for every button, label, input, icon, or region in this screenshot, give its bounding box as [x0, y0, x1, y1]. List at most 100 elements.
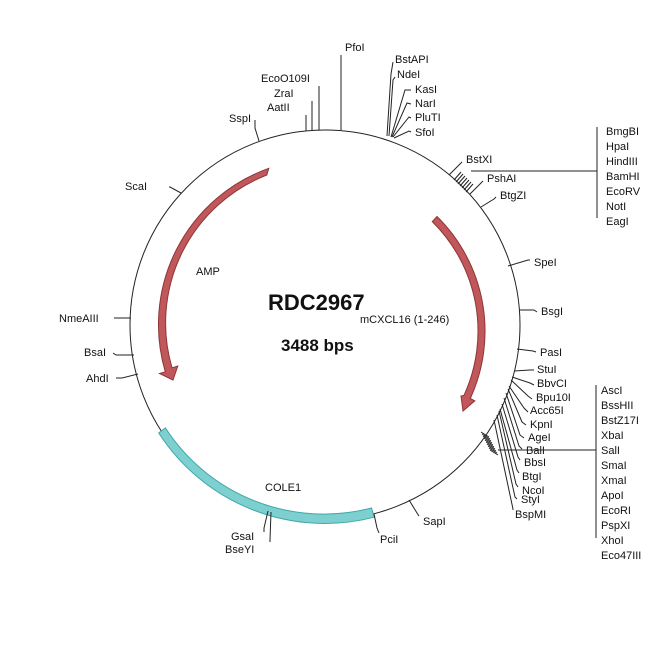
site-btgi: BtgI [499, 408, 542, 483]
svg-text:PciI: PciI [380, 534, 398, 546]
svg-text:GsaI: GsaI [231, 531, 254, 543]
cluster-site-label: BstZ17I [601, 415, 639, 427]
svg-text:BbvCI: BbvCI [537, 378, 567, 390]
site-bpu10i: Bpu10I [510, 379, 571, 404]
site-bali: BalI [503, 397, 545, 457]
mcxcl16-feature-arrow [431, 215, 486, 412]
cluster-site-label: ApoI [601, 490, 624, 502]
plasmid-name: RDC2967 [268, 290, 365, 315]
site-bsgi: BsgI [519, 306, 563, 318]
svg-text:NarI: NarI [415, 98, 436, 110]
svg-text:BsaI: BsaI [84, 347, 106, 359]
site-spei: SpeI [507, 257, 557, 269]
cluster-site-label: XhoI [601, 535, 624, 547]
svg-text:NdeI: NdeI [397, 69, 420, 81]
svg-text:SspI: SspI [229, 113, 251, 125]
site-nmeaiii: NmeAIII [59, 313, 131, 325]
cluster-site-label: BamHI [606, 171, 640, 183]
svg-text:BseYI: BseYI [225, 544, 254, 556]
site-agei: AgeI [505, 392, 551, 444]
cluster-site-label: AscI [601, 385, 622, 397]
cluster-site-label: BssHII [601, 400, 633, 412]
svg-text:SpeI: SpeI [534, 257, 557, 269]
svg-text:AatII: AatII [267, 102, 290, 114]
plasmid-size: 3488 bps [281, 336, 354, 355]
svg-text:StyI: StyI [521, 494, 540, 506]
cluster-site-label: NotI [606, 201, 626, 213]
site-bstapi: BstAPI [386, 54, 429, 137]
site-aatii: AatII [267, 102, 307, 131]
site-pcii: PciI [373, 513, 398, 546]
svg-text:BtgZI: BtgZI [500, 190, 526, 202]
svg-text:BstAPI: BstAPI [395, 54, 429, 66]
svg-text:SfoI: SfoI [415, 127, 435, 139]
svg-text:PasI: PasI [540, 347, 562, 359]
svg-text:BstXI: BstXI [466, 154, 492, 166]
site-bsai: BsaI [84, 347, 134, 359]
svg-text:BspMI: BspMI [515, 509, 546, 521]
amp-feature-arrow [158, 167, 270, 381]
upper-site-cluster: BmgBI HpaI HindIII BamHI EcoRV NotI EagI [453, 126, 641, 228]
site-ndei: NdeI [388, 69, 420, 137]
site-zrai: ZraI [274, 88, 313, 130]
svg-text:KasI: KasI [415, 84, 437, 96]
site-sspi: SspI [229, 113, 260, 142]
site-ecoo109i: EcoO109I [261, 73, 320, 130]
svg-text:PluTI: PluTI [415, 112, 441, 124]
site-pfoi: PfoI [340, 42, 365, 130]
cluster-site-label: XmaI [601, 475, 627, 487]
svg-text:ScaI: ScaI [125, 181, 147, 193]
svg-text:StuI: StuI [537, 364, 557, 376]
svg-text:AgeI: AgeI [528, 432, 551, 444]
cluster-site-label: SalI [601, 445, 620, 457]
lower-site-cluster: AscI BssHII BstZ17I XbaI SalI SmaI XmaI … [480, 385, 641, 562]
cluster-site-label: BmgBI [606, 126, 639, 138]
svg-text:ZraI: ZraI [274, 88, 294, 100]
cluster-site-label: PspXI [601, 520, 630, 532]
site-bbvci: BbvCI [511, 376, 567, 390]
svg-text:PfoI: PfoI [345, 42, 365, 54]
cluster-site-label: Eco47III [601, 550, 641, 562]
site-gsai: GsaI [231, 510, 269, 543]
svg-text:BbsI: BbsI [524, 457, 546, 469]
site-styi: StyI [496, 414, 540, 506]
site-pluti: PluTI [392, 112, 441, 138]
svg-text:NmeAIII: NmeAIII [59, 313, 99, 325]
cluster-site-label: XbaI [601, 430, 624, 442]
svg-text:Bpu10I: Bpu10I [536, 392, 571, 404]
site-nari: NarI [391, 98, 436, 138]
site-bbsi: BbsI [501, 403, 546, 469]
cluster-site-label: EcoRV [606, 186, 641, 198]
svg-text:BtgI: BtgI [522, 471, 542, 483]
site-ahdi: AhdI [86, 373, 139, 385]
svg-text:BsgI: BsgI [541, 306, 563, 318]
site-kpni: KpnI [507, 388, 553, 431]
site-bstxi: BstXI [448, 154, 492, 176]
site-pasi: PasI [516, 347, 562, 359]
svg-text:AhdI: AhdI [86, 373, 109, 385]
site-scai: ScaI [125, 181, 182, 194]
cluster-site-label: EagI [606, 216, 629, 228]
svg-text:KpnI: KpnI [530, 419, 553, 431]
svg-text:SapI: SapI [423, 516, 446, 528]
svg-text:BalI: BalI [526, 445, 545, 457]
cluster-site-label: HindIII [606, 156, 638, 168]
svg-text:PshAI: PshAI [487, 173, 516, 185]
svg-text:Acc65I: Acc65I [530, 405, 564, 417]
cole1-feature-label: COLE1 [265, 482, 301, 494]
cole1-feature-arc [158, 427, 375, 524]
svg-text:EcoO109I: EcoO109I [261, 73, 310, 85]
svg-text:NcoI: NcoI [522, 485, 545, 497]
site-bspmi: BspMI [493, 419, 546, 521]
site-sfoi: SfoI [393, 127, 435, 139]
site-stui: StuI [513, 364, 557, 376]
site-btgzi: BtgZI [480, 190, 526, 208]
cluster-site-label: SmaI [601, 460, 627, 472]
site-bseyi: BseYI [225, 511, 272, 556]
site-acc65i: Acc65I [508, 385, 564, 417]
site-sapi: SapI [408, 499, 446, 528]
cluster-site-label: EcoRI [601, 505, 631, 517]
mcxcl16-feature-label: mCXCL16 (1-246) [360, 314, 449, 326]
site-pshai: PshAI [469, 173, 516, 195]
